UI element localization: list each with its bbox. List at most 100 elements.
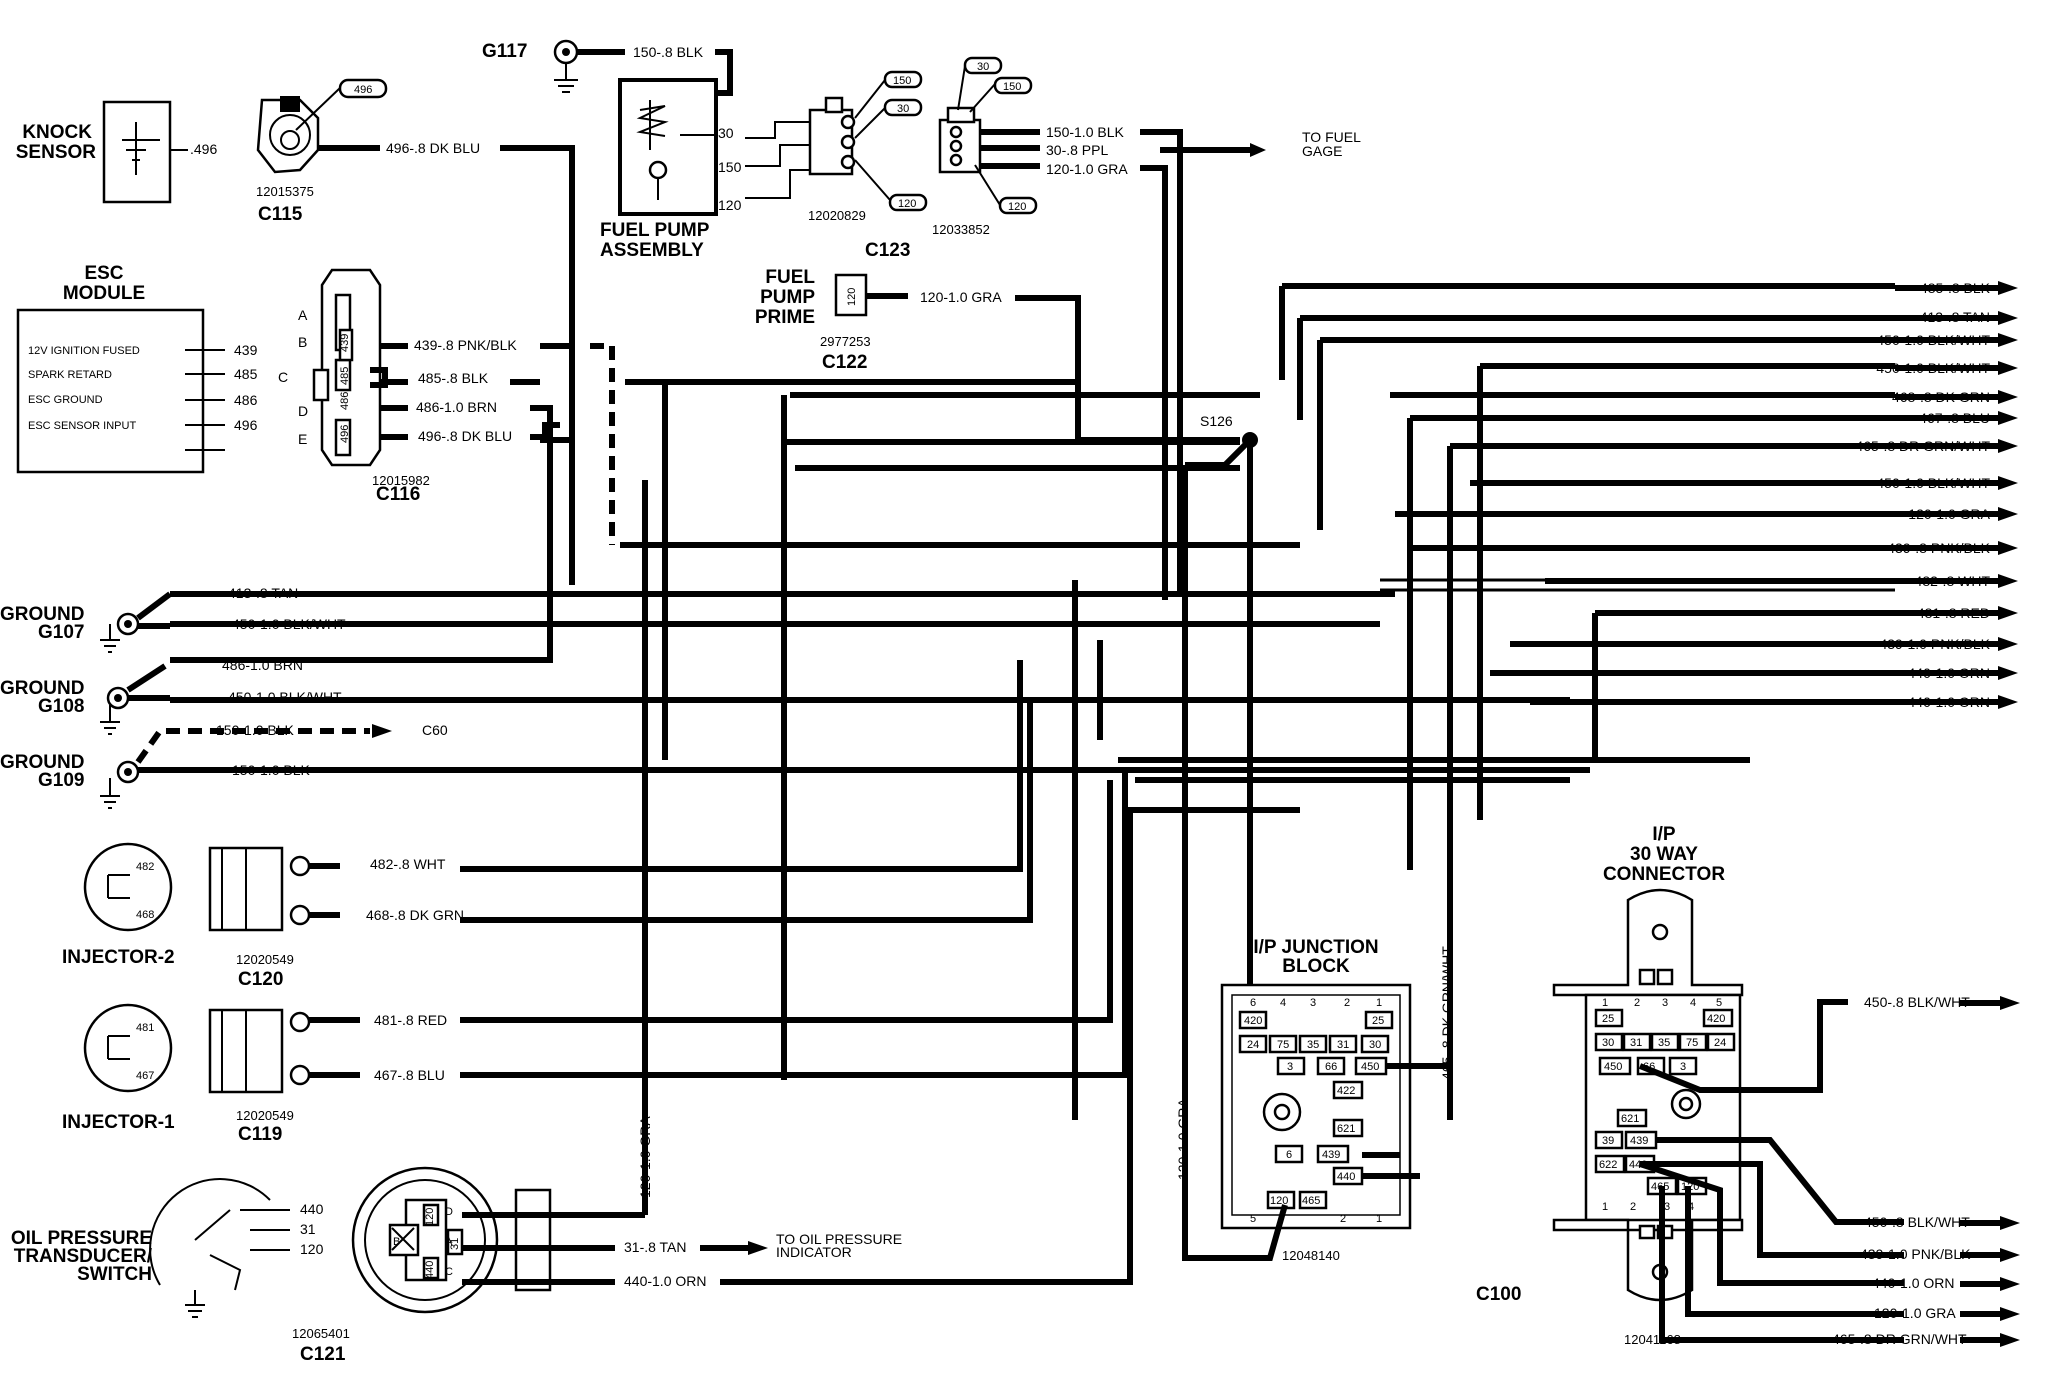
injector-1-pin-b: 467 xyxy=(136,1070,154,1082)
connector30-bot-0: 1 xyxy=(1602,1201,1608,1213)
right-wire-0: 485-.8 BLK xyxy=(1920,280,1991,296)
connector30-bot-1: 2 xyxy=(1630,1201,1636,1213)
oil-title-3: SWITCH xyxy=(77,1264,152,1285)
g108-title-2: G108 xyxy=(38,696,84,717)
c116-wire-496: 496-.8 DK BLU xyxy=(418,428,512,444)
g108-title: GROUND xyxy=(0,678,84,699)
c116-wire-486: 486-1.0 BRN xyxy=(416,399,497,415)
esc-row-1-pin: 485 xyxy=(234,366,258,382)
right-wire-13: 440-1.0 ORN xyxy=(1908,665,1990,681)
c115-connector: 496 496-.8 DK BLU 12015375 C115 xyxy=(256,78,575,585)
junction-top-0: 6 xyxy=(1250,997,1256,1009)
c123-tag-150a: 150 xyxy=(893,75,911,87)
fuel-pump-title-2: ASSEMBLY xyxy=(600,240,704,261)
connector30-top-4: 5 xyxy=(1716,997,1722,1009)
junction-cell-120: 120 xyxy=(1270,1195,1288,1207)
junction-cell-31: 31 xyxy=(1337,1039,1349,1051)
connector30-wire-0: 450-.8 BLK/WHT xyxy=(1864,994,1970,1010)
esc-row-3-pin: 496 xyxy=(234,417,258,433)
junction-vertical-wire-2: 465-.8 DK GRN/WHT xyxy=(1439,946,1455,1080)
c116-name: C116 xyxy=(376,484,420,505)
c123-connector: 150 30 120 12020829 C123 30 150 120 1203… xyxy=(808,56,1361,600)
c121-cavity-a: A xyxy=(445,1236,453,1248)
c122-title-3: PRIME xyxy=(755,307,815,328)
c121-connector: B D A C 120 31 440 31-.8 TAN 440-1.0 ORN… xyxy=(292,480,1300,1365)
ip-junction-block: I/P JUNCTION BLOCK 6 4 3 2 1 420 25 24 7… xyxy=(1175,880,1521,1305)
g109-wire-2: 150-1.0 BLK xyxy=(232,762,310,778)
c119-part-number: 12020549 xyxy=(236,1108,294,1123)
s126-label: S126 xyxy=(1200,413,1233,429)
esc-row-3-label: ESC SENSOR INPUT xyxy=(28,420,136,432)
junction-cell-35: 35 xyxy=(1307,1039,1319,1051)
oil-title-1: OIL PRESSURE xyxy=(11,1228,152,1249)
esc-title: ESC xyxy=(84,263,123,284)
c120-part-number: 12020549 xyxy=(236,952,294,967)
connector30-bot-3: 4 xyxy=(1688,1201,1694,1213)
c100-name: C100 xyxy=(1476,1284,1521,1305)
c119-name: C119 xyxy=(238,1124,282,1145)
c123-wire-30: 30-.8 PPL xyxy=(1046,142,1108,158)
c121-wire-31: 31-.8 TAN xyxy=(624,1239,687,1255)
c121-wire-440: 440-1.0 ORN xyxy=(624,1273,706,1289)
c116-letter-a: A xyxy=(298,307,308,323)
esc-row-0-label: 12V IGNITION FUSED xyxy=(28,345,140,357)
knock-sensor-title: KNOCK xyxy=(22,122,92,143)
esc-module: ESC MODULE 12V IGNITION FUSED SPARK RETA… xyxy=(16,263,258,474)
c123-part-b: 12033852 xyxy=(932,222,990,237)
fuel-pump-pin-30: 30 xyxy=(718,125,734,141)
junction-top-3: 2 xyxy=(1344,997,1350,1009)
right-wire-14: 440-1.0 ORN xyxy=(1908,694,1990,710)
injector-2: 482 468 INJECTOR-2 482-.8 WHT 468-.8 DK … xyxy=(62,842,464,990)
c122-pin: 120 xyxy=(846,288,858,306)
esc-row-2-pin: 486 xyxy=(234,392,258,408)
right-edge-wire-labels: 485-.8 BLK 413-.8 TAN 450-1.0 BLK/WHT 45… xyxy=(1855,280,2018,710)
g109-to-c60: C60 xyxy=(422,722,448,738)
to-oil-indicator-text: TO OIL PRESSURE xyxy=(776,1231,902,1247)
esc-title-2: MODULE xyxy=(63,283,145,304)
connector30-wire-1: 450-.8 BLK/WHT xyxy=(1864,1214,1970,1230)
connector30-cell-439: 439 xyxy=(1630,1135,1648,1147)
junction-cell-465: 465 xyxy=(1302,1195,1320,1207)
junction-bot-2: 1 xyxy=(1376,1213,1382,1225)
injector-1-pin-a: 481 xyxy=(136,1022,154,1034)
g117-wire: 150-.8 BLK xyxy=(633,44,704,60)
g109-title-2: G109 xyxy=(38,770,84,791)
junction-cell-25: 25 xyxy=(1372,1015,1384,1027)
c123-tag-120b: 120 xyxy=(1008,201,1026,213)
g117-name: G117 xyxy=(482,41,527,62)
junction-bot-0: 5 xyxy=(1250,1213,1256,1225)
fuel-pump-title: FUEL PUMP xyxy=(600,220,710,241)
right-wire-2: 450-1.0 BLK/WHT xyxy=(1876,332,1990,348)
c123-tag-150b: 150 xyxy=(1003,81,1021,93)
ip-30-way-connector: I/P 30 WAY CONNECTOR 1 2 3 4 5 25 420 30… xyxy=(1552,824,2020,1347)
junction-title-2: BLOCK xyxy=(1282,956,1350,977)
junction-cell-440: 440 xyxy=(1337,1171,1355,1183)
knock-sensor-title-2: SENSOR xyxy=(16,142,97,163)
c119-wire-a: 481-.8 RED xyxy=(374,1012,447,1028)
c115-tag: 496 xyxy=(354,84,372,96)
c122-name: C122 xyxy=(822,352,867,373)
junction-cell-420: 420 xyxy=(1244,1015,1262,1027)
junction-top-4: 1 xyxy=(1376,997,1382,1009)
c116-pin-485: 485 xyxy=(339,367,351,385)
connector30-cell-24: 24 xyxy=(1714,1037,1726,1049)
oil-pressure-switch: OIL PRESSURE TRANSDUCER/ SWITCH 440 31 1… xyxy=(11,1178,324,1318)
connector30-cell-420: 420 xyxy=(1707,1013,1725,1025)
connector30-wire-3: 440-1.0 ORN xyxy=(1872,1275,1954,1291)
junction-bot-1: 2 xyxy=(1340,1213,1346,1225)
c120-name: C120 xyxy=(238,969,283,990)
connector30-top-1: 2 xyxy=(1634,997,1640,1009)
injector-1: 481 467 INJECTOR-1 481-.8 RED 467-.8 BLU… xyxy=(62,660,1128,1145)
esc-row-2-label: ESC GROUND xyxy=(28,394,103,406)
junction-cell-439: 439 xyxy=(1322,1149,1340,1161)
c115-part-number: 12015375 xyxy=(256,184,314,199)
c122-part-number: 2977253 xyxy=(820,334,871,349)
right-wire-10: 482-.8 WHT xyxy=(1915,573,1991,589)
knock-sensor: KNOCK SENSOR .496 xyxy=(16,100,217,204)
g109-title: GROUND xyxy=(0,752,84,773)
oil-pin-120: 120 xyxy=(300,1241,324,1257)
right-wire-1: 413-.8 TAN xyxy=(1920,309,1990,325)
c116-letter-d: D xyxy=(298,403,308,419)
c119-wire-b: 467-.8 BLU xyxy=(374,1067,445,1083)
g107-wire-1: 413-.8 TAN xyxy=(228,585,298,601)
